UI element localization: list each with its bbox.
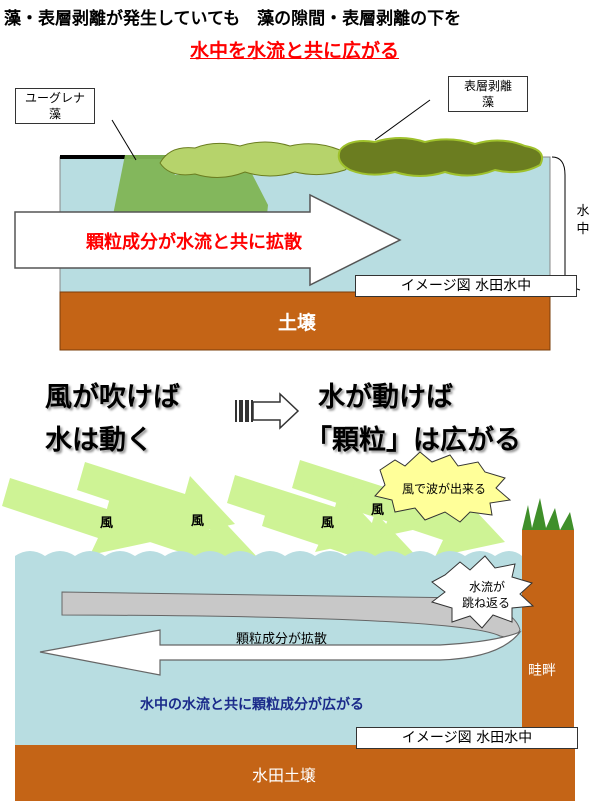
- euglena-label-line1: ユーグレナ: [24, 91, 85, 105]
- bottom-caption: イメージ図 水田水中: [356, 727, 578, 749]
- transition-arrow: [252, 392, 300, 430]
- bounce-burst-line1: 水流が: [469, 580, 506, 594]
- wind-label-4: 風: [371, 503, 385, 518]
- ridge-grass: [522, 498, 574, 530]
- wind-label-3: 風: [321, 516, 335, 531]
- middle-right-line1: 水が動けば: [318, 382, 453, 413]
- diffusion-arrow-text: 顆粒成分が水流と共に拡散: [86, 232, 302, 253]
- peel-algae-shape: [337, 137, 544, 177]
- header-line-1: 藻・表層剥離が発生していても 藻の隙間・表層剥離の下を: [4, 9, 462, 29]
- bounce-burst-line2: 跳ね返る: [462, 596, 511, 610]
- peel-label: 表層剥離 藻: [448, 76, 528, 112]
- middle-right-line2: 「顆粒」は広がる: [305, 425, 521, 456]
- return-arrow: [39, 629, 522, 676]
- wave-burst: [374, 451, 512, 523]
- wind-label-2: 風: [191, 514, 205, 529]
- euglena-label: ユーグレナ 藻: [15, 88, 95, 124]
- bottom-soil-label: 水田土壌: [252, 766, 317, 785]
- top-caption: イメージ図 水田水中: [355, 275, 577, 297]
- diffusion-label: 顆粒成分が拡散: [236, 632, 328, 647]
- peel-label-line1: 表層剥離: [463, 79, 512, 93]
- euglena-label-line2: 藻: [48, 107, 61, 121]
- middle-left-line2: 水は動く: [45, 425, 153, 456]
- top-soil-label: 土壌: [278, 312, 317, 334]
- wind-label-1: 風: [100, 516, 114, 531]
- water-label-line2: 中: [576, 222, 590, 237]
- water-label-line1: 水: [576, 204, 590, 219]
- peel-label-line2: 藻: [481, 95, 494, 109]
- top-soil: [59, 291, 551, 351]
- bottom-soil: [15, 745, 575, 801]
- bounce-burst: [430, 555, 535, 629]
- ridge-label: 畦畔: [528, 663, 556, 679]
- wind-arrow-2: [77, 462, 235, 539]
- middle-left-line1: 風が吹けば: [45, 382, 180, 413]
- diffusion-arrow: [14, 193, 402, 287]
- euglena-connector: [111, 119, 137, 161]
- flow-caption: 水中の水流と共に顆粒成分が広がる: [140, 697, 364, 713]
- header-line-2: 水中を水流と共に広がる: [190, 40, 400, 62]
- wave-burst-text: 風で波が出来る: [402, 482, 487, 496]
- water-label: 水 中: [570, 203, 596, 243]
- wind-arrow-1: [2, 478, 160, 555]
- peel-connector: [374, 99, 431, 141]
